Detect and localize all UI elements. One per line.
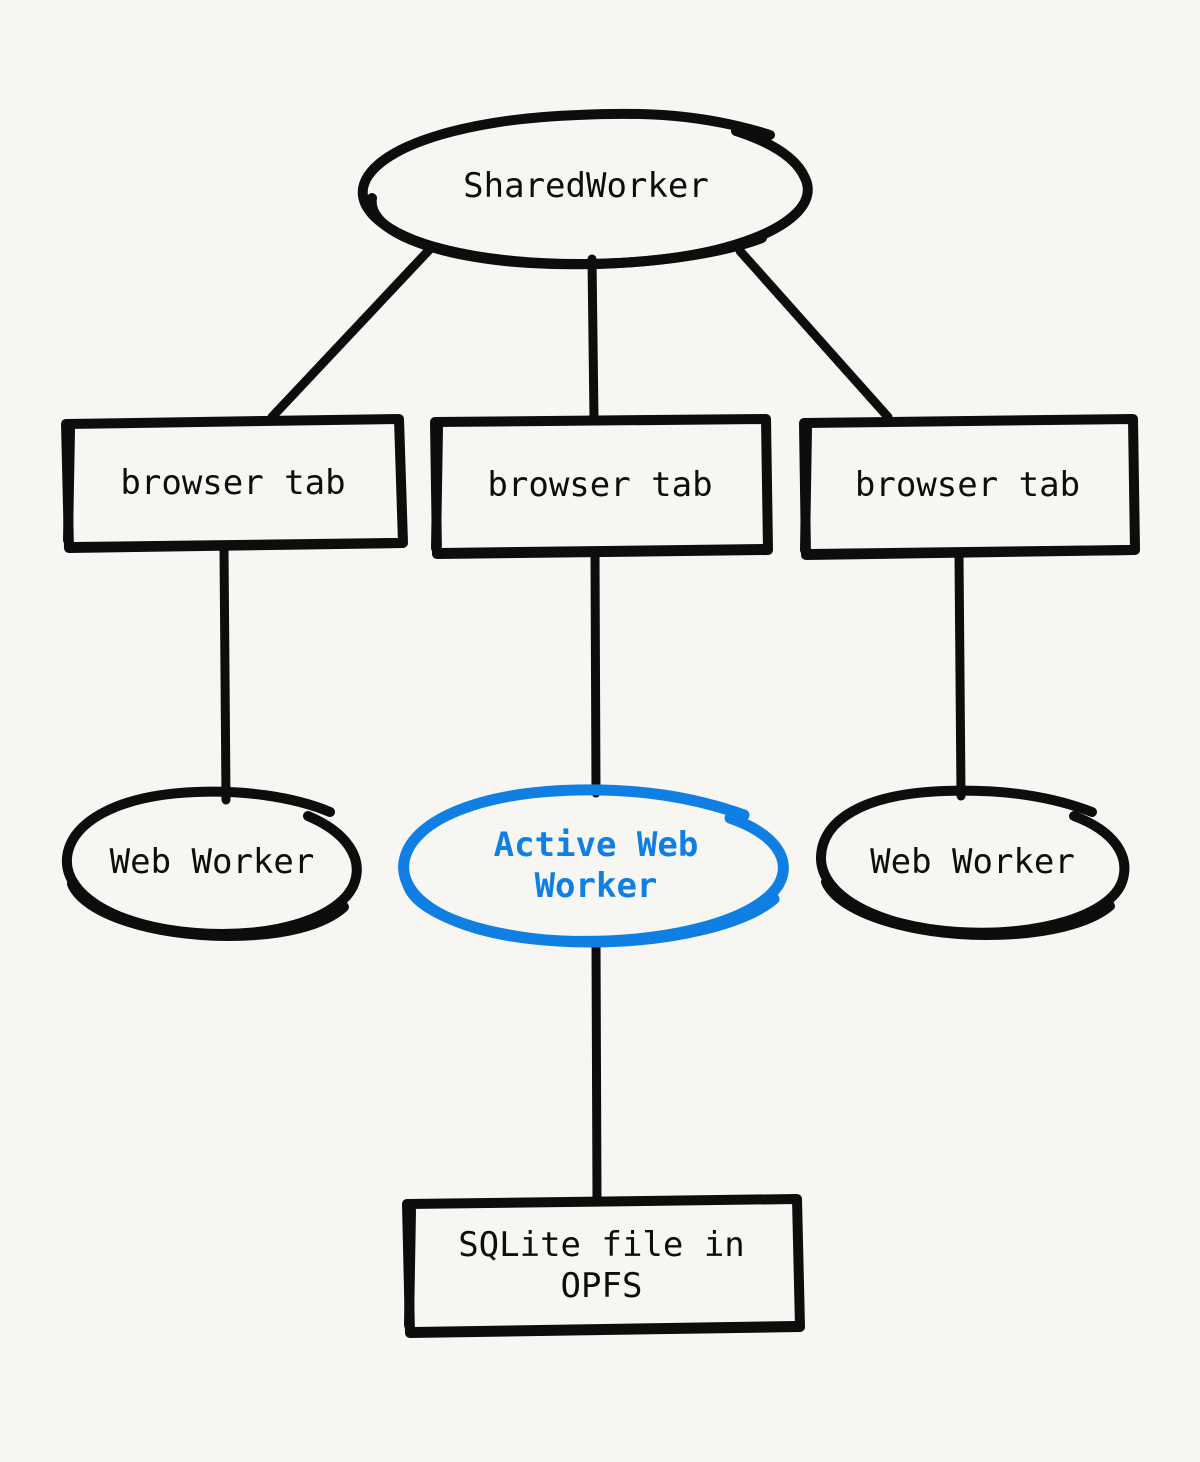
- edge-sharedworker-tab-left: [267, 244, 435, 422]
- web-worker-left-shape[interactable]: [61, 786, 362, 942]
- browser-tab-middle-shape[interactable]: [430, 414, 773, 559]
- sqlite-file-shape[interactable]: [402, 1194, 805, 1338]
- browser-tab-left-shape[interactable]: [61, 414, 408, 553]
- web-worker-right-shape[interactable]: [815, 785, 1130, 941]
- edge-active-worker-sqlite: [591, 936, 602, 1207]
- edge-sharedworker-tab-right: [735, 246, 893, 422]
- active-web-worker-shape[interactable]: [398, 784, 789, 948]
- edge-tab-right-worker-right: [954, 551, 966, 801]
- browser-tab-right-shape[interactable]: [799, 414, 1140, 560]
- shared-worker-shape[interactable]: [357, 108, 813, 270]
- edge-tab-middle-active-worker: [590, 549, 601, 798]
- edge-tab-left-worker-left: [219, 543, 231, 805]
- edge-sharedworker-tab-middle: [587, 254, 599, 424]
